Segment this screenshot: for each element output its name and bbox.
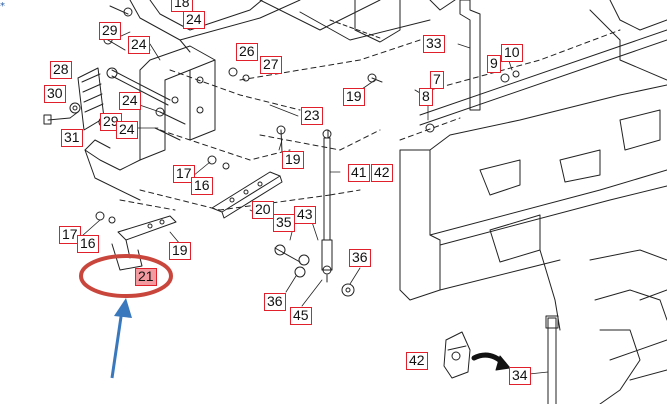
callout-16[interactable]: 16 (191, 177, 213, 195)
callout-20[interactable]: 20 (252, 201, 274, 219)
callout-36[interactable]: 36 (264, 293, 286, 311)
pedal-plate (43, 67, 110, 131)
callout-19[interactable]: 19 (282, 151, 304, 169)
callout-24[interactable]: 24 (119, 92, 141, 110)
gas-strut (321, 129, 333, 283)
callout-43[interactable]: 43 (294, 206, 316, 224)
side-plate (84, 45, 216, 201)
callout-23[interactable]: 23 (301, 107, 323, 125)
main-frame (399, 0, 667, 404)
corner-mark: * (0, 1, 5, 12)
callout-29[interactable]: 29 (99, 22, 121, 40)
callout-21[interactable]: 21 (135, 268, 157, 286)
callout-16[interactable]: 16 (77, 235, 99, 253)
callout-19[interactable]: 19 (343, 88, 365, 106)
callout-24[interactable]: 24 (183, 11, 205, 29)
callout-42[interactable]: 42 (371, 164, 393, 182)
lift-cylinder (545, 315, 559, 404)
callout-7[interactable]: 7 (430, 71, 444, 89)
callout-17[interactable]: 17 (173, 165, 195, 183)
callout-26[interactable]: 26 (236, 43, 258, 61)
callout-34[interactable]: 34 (509, 367, 531, 385)
callout-19[interactable]: 19 (169, 242, 191, 260)
callout-45[interactable]: 45 (290, 307, 312, 325)
callout-27[interactable]: 27 (260, 56, 282, 74)
callout-36[interactable]: 36 (349, 249, 371, 267)
callout-42[interactable]: 42 (406, 352, 428, 370)
callout-30[interactable]: 30 (44, 85, 66, 103)
callout-8[interactable]: 8 (419, 88, 433, 106)
callout-18[interactable]: 18 (171, 0, 193, 12)
inset-part (443, 331, 471, 379)
bracket-20 (211, 171, 283, 219)
callout-10[interactable]: 10 (501, 44, 523, 62)
bracket-21 (111, 215, 177, 271)
callout-41[interactable]: 41 (348, 164, 370, 182)
hardware (95, 67, 520, 297)
callout-35[interactable]: 35 (273, 214, 295, 232)
callout-31[interactable]: 31 (61, 129, 83, 147)
callout-28[interactable]: 28 (50, 61, 72, 79)
top-frame (109, 0, 431, 53)
highlight-ellipse (79, 254, 173, 298)
callout-9[interactable]: 9 (487, 55, 501, 73)
callout-24[interactable]: 24 (116, 121, 138, 139)
blue-arrow (110, 298, 132, 379)
callout-33[interactable]: 33 (423, 35, 445, 53)
callout-24[interactable]: 24 (128, 36, 150, 54)
